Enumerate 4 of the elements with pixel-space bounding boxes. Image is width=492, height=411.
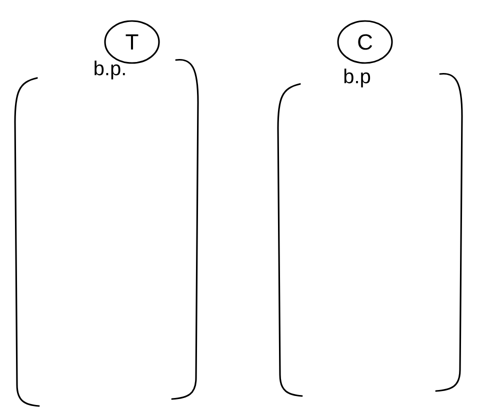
bracket-column: b.p. [14,58,199,407]
circle-label: C [337,20,393,64]
bracket-column: b.p [277,68,463,397]
circle-label: T [104,20,160,64]
